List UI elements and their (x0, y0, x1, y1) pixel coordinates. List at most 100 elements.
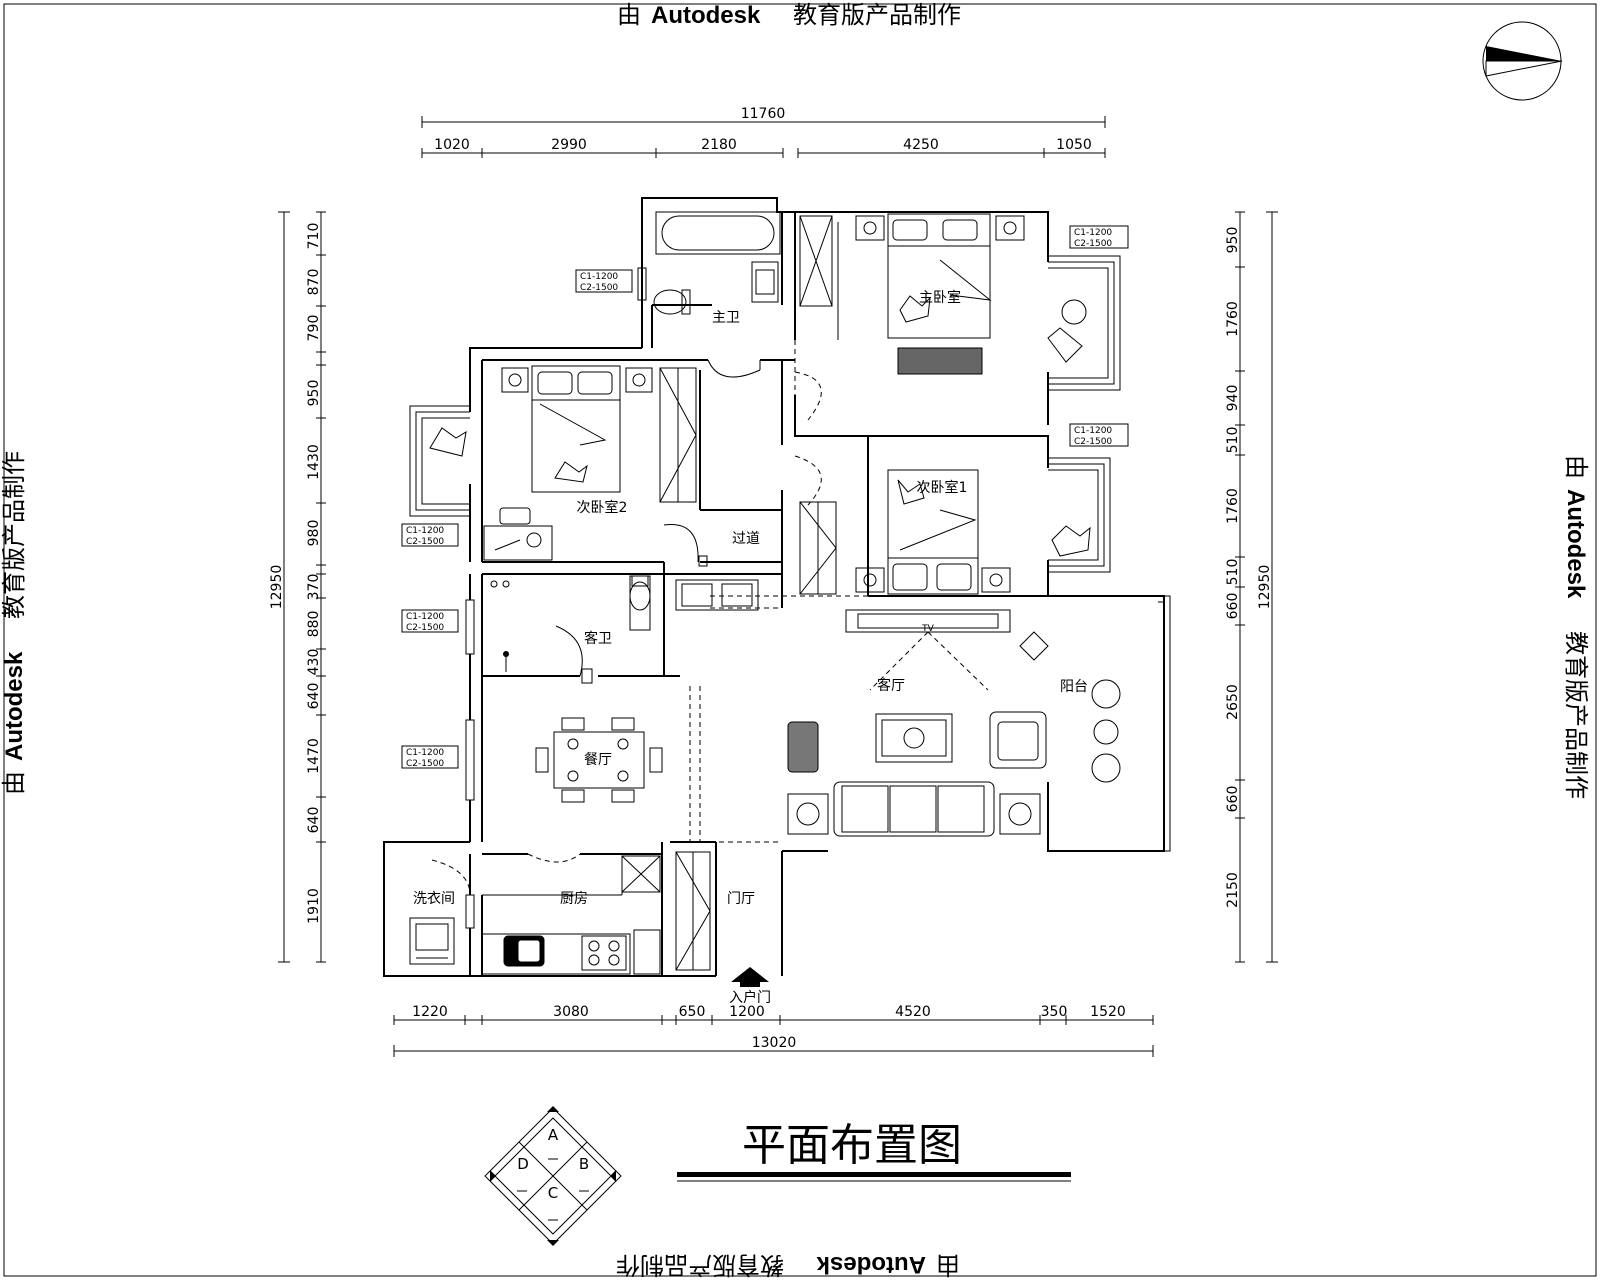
svg-text:640: 640 (306, 683, 322, 710)
svg-text:12950: 12950 (1257, 565, 1273, 610)
page-title: 平面布置图 (742, 1120, 962, 1171)
svg-text:C1-1200: C1-1200 (406, 748, 444, 758)
svg-text:Autodesk: Autodesk (651, 2, 761, 29)
balcony-living (1158, 595, 1171, 852)
watermark-top: 由 Autodesk 教育版产品制作 (617, 1, 961, 29)
sheet-border (3, 3, 1597, 1277)
right-dimension-total: 12950 (1257, 211, 1278, 963)
watermark-bottom: 由 Autodesk 教育版产品制作 (616, 1251, 960, 1279)
svg-text:教育版产品制作: 教育版产品制作 (0, 451, 28, 619)
coffee-table (875, 713, 953, 763)
balcony-chairs-bedroom1 (1051, 525, 1091, 557)
top-dimension-chain: 1020 2990 2180 4250 1050 (421, 137, 1106, 158)
windows (465, 267, 647, 929)
bed-master (855, 213, 1025, 339)
foyer-cabinet (675, 851, 711, 971)
svg-text:4250: 4250 (903, 137, 939, 153)
dining-table (535, 717, 663, 803)
entrance-label: 入户门 (729, 989, 771, 1006)
svg-text:C1-1200: C1-1200 (406, 612, 444, 622)
svg-text:C2-1500: C2-1500 (406, 623, 444, 633)
doors (431, 359, 822, 896)
walls (383, 197, 1165, 977)
sofa (787, 781, 1041, 837)
svg-text:次卧室2: 次卧室2 (577, 499, 628, 516)
svg-text:客卫: 客卫 (584, 630, 612, 647)
svg-text:940: 940 (1225, 385, 1241, 412)
svg-text:12950: 12950 (269, 565, 285, 610)
wardrobe-bedroom1 (799, 501, 837, 595)
svg-text:950: 950 (1225, 227, 1241, 254)
svg-text:510: 510 (1225, 559, 1241, 586)
svg-text:1020: 1020 (434, 137, 470, 153)
svg-text:C1-1200: C1-1200 (406, 526, 444, 536)
svg-text:350: 350 (1041, 1004, 1068, 1020)
svg-text:阳台: 阳台 (1060, 679, 1088, 695)
svg-text:370: 370 (306, 574, 322, 601)
left-dimension-total: 12950 (269, 211, 290, 963)
svg-text:13020: 13020 (752, 1035, 797, 1051)
svg-text:790: 790 (306, 315, 322, 342)
svg-text:B: B (579, 1155, 589, 1173)
svg-text:1470: 1470 (306, 738, 322, 774)
tv-cabinet (845, 609, 1011, 691)
ottoman (787, 721, 819, 773)
svg-text:A: A (548, 1126, 559, 1144)
balcony-chair-master (1047, 299, 1087, 363)
svg-text:660: 660 (1225, 593, 1241, 620)
svg-text:430: 430 (306, 649, 322, 676)
title-underline (677, 1172, 1071, 1177)
wardrobe-master (799, 215, 839, 340)
bathtub-icon (655, 211, 781, 255)
svg-text:510: 510 (1225, 427, 1241, 454)
svg-text:C2-1500: C2-1500 (1074, 437, 1112, 447)
svg-text:2150: 2150 (1225, 872, 1241, 908)
svg-text:1910: 1910 (306, 888, 322, 924)
svg-text:教育版产品制作: 教育版产品制作 (616, 1251, 784, 1279)
svg-text:C: C (548, 1184, 558, 1202)
svg-text:由: 由 (617, 1, 641, 29)
watermark-right: 由 Autodesk 教育版产品制作 (1562, 455, 1590, 799)
svg-text:650: 650 (679, 1004, 706, 1020)
direction-key-icon: A B C D (484, 1106, 622, 1246)
svg-text:Autodesk: Autodesk (816, 1251, 926, 1278)
north-arrow-icon (1482, 21, 1563, 101)
svg-text:洗衣间: 洗衣间 (413, 891, 455, 907)
svg-text:11760: 11760 (741, 106, 786, 122)
svg-text:C1-1200: C1-1200 (1074, 426, 1112, 436)
svg-text:4520: 4520 (895, 1004, 931, 1020)
svg-text:2990: 2990 (551, 137, 587, 153)
svg-text:D: D (517, 1155, 529, 1173)
svg-text:主卧室: 主卧室 (919, 289, 961, 306)
wardrobe-bedroom2 (659, 367, 697, 503)
svg-text:客厅: 客厅 (877, 677, 905, 694)
toilet-icon (653, 289, 691, 315)
svg-text:1050: 1050 (1056, 137, 1092, 153)
svg-text:660: 660 (1225, 786, 1241, 813)
svg-text:1520: 1520 (1090, 1004, 1126, 1020)
rug-master (897, 347, 983, 375)
balcony-chairs-bedroom2 (429, 427, 467, 457)
svg-text:640: 640 (306, 807, 322, 834)
svg-text:710: 710 (306, 223, 322, 250)
svg-text:1760: 1760 (1225, 488, 1241, 524)
svg-text:870: 870 (306, 269, 322, 296)
svg-text:1200: 1200 (729, 1004, 765, 1020)
svg-text:1220: 1220 (412, 1004, 448, 1020)
watermark-left: 由 Autodesk 教育版产品制作 (0, 451, 28, 795)
basin-icon (751, 261, 779, 303)
kitchen-counter (481, 855, 661, 975)
svg-text:C2-1500: C2-1500 (406, 759, 444, 769)
top-dimension-total: 11760 (421, 106, 1106, 128)
svg-text:1760: 1760 (1225, 301, 1241, 337)
svg-text:厨房: 厨房 (560, 891, 588, 907)
balcony-bedroom2 (409, 405, 470, 517)
svg-text:C2-1500: C2-1500 (1074, 239, 1112, 249)
svg-text:3080: 3080 (553, 1004, 589, 1020)
svg-text:2180: 2180 (701, 137, 737, 153)
svg-text:教育版产品制作: 教育版产品制作 (1562, 631, 1590, 799)
desk-bedroom2 (483, 507, 553, 561)
svg-text:过道: 过道 (732, 531, 760, 547)
svg-text:C1-1200: C1-1200 (580, 272, 618, 282)
guest-bath-fixtures (490, 575, 759, 672)
